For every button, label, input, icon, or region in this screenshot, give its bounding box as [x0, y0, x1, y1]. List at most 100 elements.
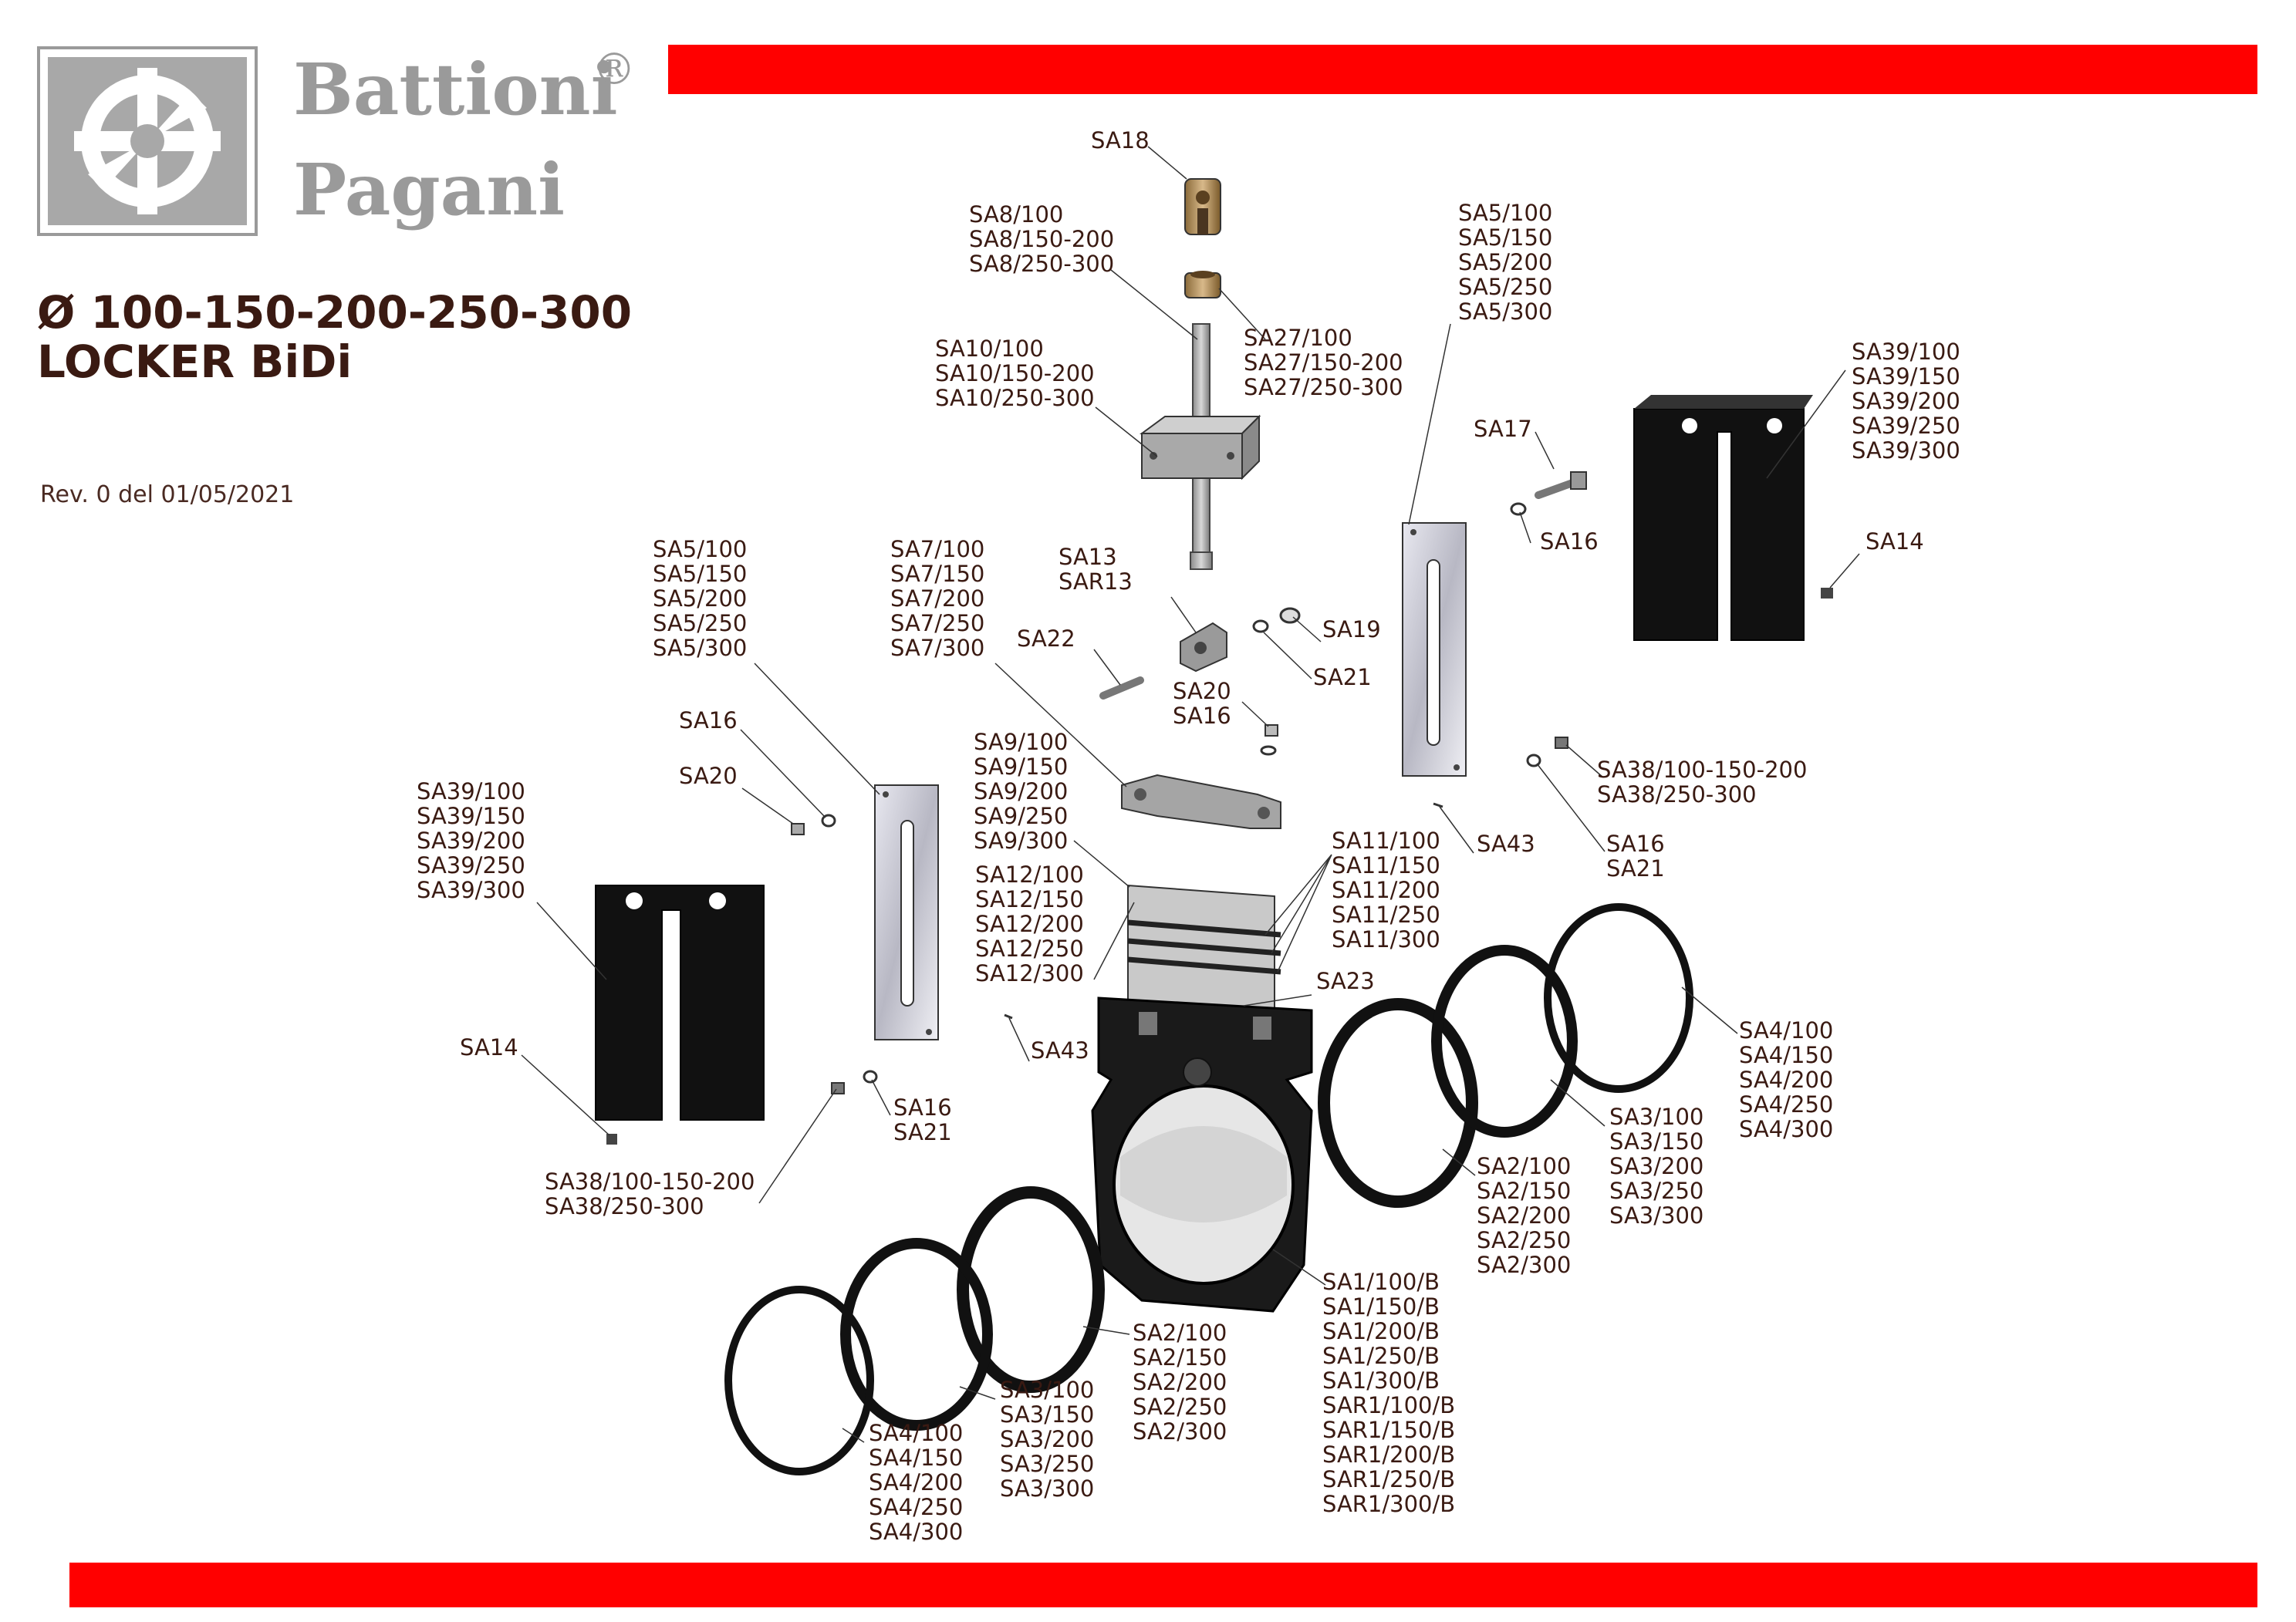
leader-sa19 — [1292, 616, 1322, 642]
sa27-nut-part — [1184, 271, 1221, 298]
callout-line: SA10/100 — [935, 336, 1044, 362]
callout-line: SA2/300 — [1477, 1252, 1571, 1278]
callout-line: SA14 — [460, 1034, 518, 1061]
sa20-left-nut-part — [791, 823, 805, 835]
callout-line: SA3/300 — [1000, 1475, 1094, 1502]
callout-line: SA10/150-200 — [935, 360, 1095, 386]
sa38-left-screw-part — [831, 1082, 845, 1094]
callout-sa14-left: SA14 — [460, 1034, 518, 1061]
callout-line: SA2/100 — [1133, 1320, 1227, 1346]
callout-line: SA9/150 — [974, 754, 1068, 780]
sa20-nut-part — [1264, 724, 1278, 737]
callout-line: SA39/250 — [417, 852, 525, 878]
callout-line: SA5/250 — [653, 610, 747, 636]
sa2-right-ring-part — [1318, 998, 1478, 1208]
callout-line: SA9/300 — [974, 828, 1068, 854]
callout-line: SA8/100 — [969, 201, 1063, 228]
callout-line: SA20 — [1173, 678, 1231, 704]
callout-line: SA2/250 — [1133, 1394, 1227, 1420]
callout-line: SA7/300 — [890, 635, 984, 661]
leader-sa17 — [1535, 431, 1555, 470]
sa39-left-cover-part — [595, 885, 765, 1121]
callout-line: SA5/150 — [1458, 224, 1552, 251]
callout-line: SA14 — [1866, 528, 1924, 555]
callout-line: SA11/250 — [1332, 902, 1440, 928]
callout-sa22: SA22 — [1017, 626, 1075, 652]
callout-line: SA4/200 — [1739, 1067, 1833, 1093]
callout-line: SA7/100 — [890, 536, 984, 562]
sa4-right-ring-part — [1544, 903, 1693, 1093]
leader-sa7 — [994, 663, 1127, 787]
sa16-21-left-washer-part — [863, 1070, 878, 1084]
sa1-valve-body-part — [1091, 996, 1313, 1313]
sa14-right-nut-part — [1821, 588, 1833, 599]
sa16-21-right-washer-part — [1526, 754, 1541, 767]
callout-line: SA39/200 — [417, 828, 525, 854]
callout-line: SA3/150 — [1000, 1401, 1094, 1428]
leader-sa1 — [1272, 1249, 1326, 1286]
callout-line: SA38/100-150-200 — [545, 1168, 755, 1195]
callout-line: SAR1/300/B — [1322, 1491, 1455, 1517]
leader-sa4-right — [1681, 986, 1738, 1034]
callout-line: SAR1/200/B — [1322, 1442, 1455, 1468]
callout-line: SA3/100 — [1609, 1104, 1703, 1130]
callout-line: SA5/300 — [1458, 298, 1552, 325]
sa9-connecting-bar-part — [1121, 774, 1281, 829]
leader-sa3-right — [1550, 1079, 1606, 1127]
callout-line: SA43 — [1477, 831, 1535, 857]
callout-line: SA11/100 — [1332, 828, 1440, 854]
callout-line: SAR1/250/B — [1322, 1466, 1455, 1492]
callout-line: SA5/100 — [653, 536, 747, 562]
callout-line: SA16 — [1606, 831, 1665, 857]
callout-line: SA20 — [679, 763, 738, 789]
leader-sa9 — [1073, 840, 1130, 888]
callout-line: SA4/250 — [869, 1494, 963, 1520]
callout-line: SA5/250 — [1458, 274, 1552, 300]
leader-sa5-right — [1408, 323, 1451, 525]
callout-line: SA3/250 — [1000, 1451, 1094, 1477]
callout-line: SA4/250 — [1739, 1091, 1833, 1118]
leader-sa16-left — [740, 729, 826, 818]
leader-sa39-left — [536, 902, 607, 980]
callout-line: SA8/150-200 — [969, 226, 1114, 252]
sa16-washer-part — [1260, 745, 1277, 756]
callout-line: SA5/200 — [653, 585, 747, 612]
sa38-right-screw-part — [1555, 737, 1568, 749]
callout-line: SA2/150 — [1477, 1178, 1571, 1204]
leader-sa23 — [1243, 994, 1312, 1007]
callout-line: SA16 — [1173, 703, 1231, 729]
callout-line: SA1/150/B — [1322, 1293, 1440, 1320]
registered-mark: ® — [593, 45, 636, 95]
callout-line: SA4/150 — [869, 1445, 963, 1471]
callout-line: SA27/250-300 — [1244, 374, 1403, 400]
leader-sa4-left — [842, 1428, 865, 1443]
callout-sa23: SA23 — [1316, 968, 1375, 994]
callout-line: SA16 — [1540, 528, 1599, 555]
page-title-sizes: Ø 100-150-200-250-300 — [37, 286, 633, 339]
callout-line: SA18 — [1091, 127, 1150, 153]
sa17-bolt-part — [1535, 471, 1587, 499]
sa2-left-ring-part — [957, 1186, 1105, 1393]
callout-line: SA38/250-300 — [545, 1193, 704, 1219]
callout-sa43-right: SA43 — [1477, 831, 1535, 857]
callout-line: SA3/300 — [1609, 1202, 1703, 1229]
callout-line: SA2/250 — [1477, 1227, 1571, 1253]
callout-line: SA11/150 — [1332, 852, 1440, 878]
callout-line: SA16 — [893, 1094, 952, 1121]
callout-line: SA39/250 — [1852, 413, 1960, 439]
sa4-left-ring-part — [724, 1286, 874, 1475]
callout-line: SA5/150 — [653, 561, 747, 587]
